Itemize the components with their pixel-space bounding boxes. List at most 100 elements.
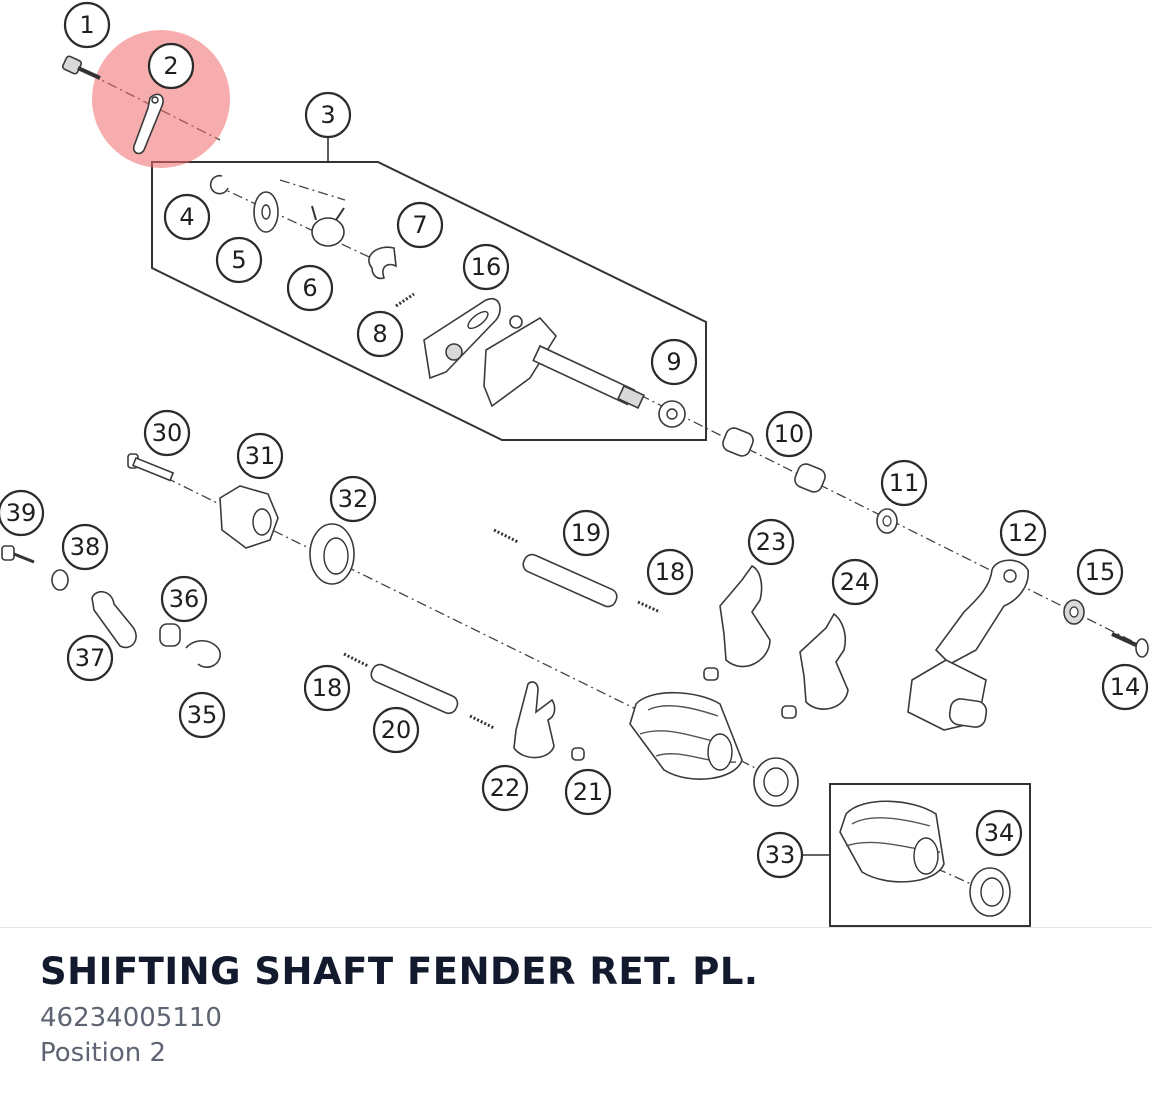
svg-text:32: 32	[338, 485, 369, 513]
svg-text:12: 12	[1008, 519, 1039, 547]
callout-10[interactable]: 10	[765, 410, 813, 458]
part-19-guide-pin	[522, 553, 618, 608]
pin-24	[781, 705, 797, 719]
callout-19[interactable]: 19	[562, 509, 610, 557]
product-info: SHIFTING SHAFT FENDER RET. PL. 462340051…	[40, 950, 1112, 1071]
callout-39[interactable]: 39	[0, 489, 45, 537]
part-2-retaining-plate	[132, 93, 164, 155]
axis-line-shaft	[639, 394, 1141, 646]
callout-21[interactable]: 21	[564, 768, 612, 816]
part-16-shift-shaft	[423, 297, 646, 410]
divider	[0, 927, 1152, 928]
axis-line-top	[279, 179, 346, 201]
part-18-spring-c	[343, 652, 369, 668]
part-34-bearing	[969, 867, 1011, 917]
part-38-washer	[51, 569, 69, 591]
diagram-svg: 1 2 3 4 5 6 7 8 9 10 11 12 14 15 16 18 1…	[0, 1, 1149, 927]
callout-8[interactable]: 8	[356, 310, 404, 358]
part-1-bolt	[61, 55, 101, 80]
svg-text:31: 31	[245, 442, 276, 470]
part-10-bushing	[722, 427, 826, 493]
exploded-parts-diagram: 1 2 3 4 5 6 7 8 9 10 11 12 14 15 16 18 1…	[0, 1, 1149, 927]
callout-22[interactable]: 22	[481, 764, 529, 812]
svg-text:1: 1	[79, 11, 94, 39]
part-24-shift-fork	[799, 612, 849, 710]
svg-text:11: 11	[889, 469, 920, 497]
shift-drum	[629, 691, 743, 780]
svg-text:14: 14	[1110, 673, 1141, 701]
callout-11[interactable]: 11	[880, 459, 928, 507]
part-32-bearing	[309, 523, 355, 585]
callout-1[interactable]: 1	[63, 1, 111, 49]
part-6-spring-clip	[311, 205, 345, 247]
svg-text:24: 24	[840, 568, 871, 596]
part-18-spring-b	[637, 600, 661, 614]
part-20-guide-pin	[370, 663, 459, 715]
callout-38[interactable]: 38	[61, 523, 109, 571]
svg-text:9: 9	[666, 348, 681, 376]
callout-31[interactable]: 31	[236, 432, 284, 480]
part-36-bushing	[159, 623, 181, 647]
part-35-spring	[185, 640, 221, 668]
callout-6[interactable]: 6	[286, 264, 334, 312]
callout-9[interactable]: 9	[650, 338, 698, 386]
svg-text:8: 8	[372, 320, 387, 348]
svg-text:38: 38	[70, 533, 101, 561]
callout-14[interactable]: 14	[1101, 663, 1149, 711]
pin-23	[703, 667, 719, 681]
svg-text:30: 30	[152, 419, 183, 447]
part-18-spring-a	[493, 528, 519, 544]
svg-text:39: 39	[6, 499, 37, 527]
part-number: 46234005110	[40, 1003, 222, 1033]
callout-36[interactable]: 36	[160, 575, 208, 623]
callout-35[interactable]: 35	[178, 691, 226, 739]
callout-15[interactable]: 15	[1076, 548, 1124, 596]
svg-text:19: 19	[571, 519, 602, 547]
callout-3[interactable]: 3	[304, 91, 352, 139]
svg-text:2: 2	[163, 52, 178, 80]
svg-text:34: 34	[984, 819, 1015, 847]
callout-32[interactable]: 32	[329, 475, 377, 523]
assembly-3-frame	[151, 161, 707, 441]
product-title: SHIFTING SHAFT FENDER RET. PL.	[40, 950, 759, 993]
callout-2[interactable]: 2	[147, 42, 195, 90]
callout-7[interactable]: 7	[396, 201, 444, 249]
callout-4[interactable]: 4	[163, 193, 211, 241]
part-14-bolt	[1111, 632, 1149, 658]
callout-33[interactable]: 33	[756, 831, 804, 879]
part-18-spring-d	[469, 714, 495, 730]
callout-18-b[interactable]: 18	[303, 664, 351, 712]
svg-text:3: 3	[320, 101, 335, 129]
svg-text:18: 18	[655, 558, 686, 586]
callout-23[interactable]: 23	[747, 518, 795, 566]
callout-16[interactable]: 16	[462, 243, 510, 291]
svg-text:10: 10	[774, 420, 805, 448]
callout-20[interactable]: 20	[372, 706, 420, 754]
svg-text:6: 6	[302, 274, 317, 302]
callout-12[interactable]: 12	[999, 509, 1047, 557]
svg-text:22: 22	[490, 774, 521, 802]
svg-text:15: 15	[1085, 558, 1116, 586]
part-22-shift-fork	[513, 681, 556, 759]
callout-24[interactable]: 24	[831, 558, 879, 606]
part-39-bolt	[1, 545, 35, 564]
svg-text:7: 7	[412, 211, 427, 239]
svg-text:36: 36	[169, 585, 200, 613]
callout-5[interactable]: 5	[215, 236, 263, 284]
part-12-shift-lever	[907, 559, 1029, 731]
svg-text:20: 20	[381, 716, 412, 744]
callout-30[interactable]: 30	[143, 409, 191, 457]
callout-34[interactable]: 34	[975, 809, 1023, 857]
part-30-bolt	[127, 453, 175, 482]
callout-37[interactable]: 37	[66, 634, 114, 682]
svg-text:5: 5	[231, 246, 246, 274]
part-37-lever	[91, 591, 137, 649]
svg-text:16: 16	[471, 253, 502, 281]
part-21-pin	[571, 747, 585, 761]
svg-text:37: 37	[75, 644, 106, 672]
svg-text:21: 21	[573, 778, 604, 806]
svg-text:35: 35	[187, 701, 218, 729]
part-31-shift-star	[219, 485, 279, 549]
svg-text:23: 23	[756, 528, 787, 556]
callout-18-a[interactable]: 18	[646, 548, 694, 596]
